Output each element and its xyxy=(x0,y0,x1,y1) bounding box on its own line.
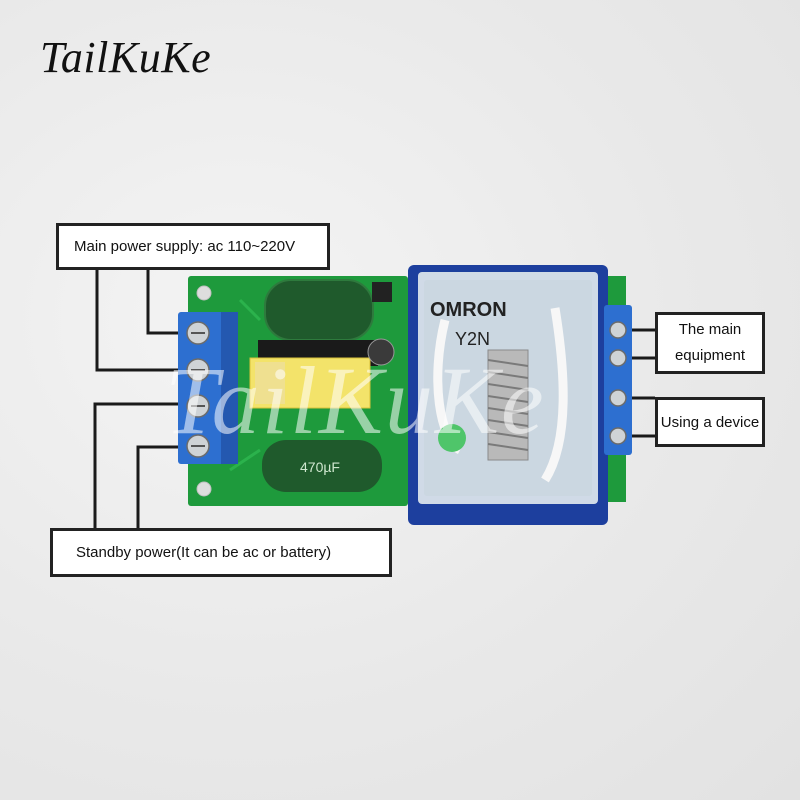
standby-power-label: Standby power(It can be ac or battery) xyxy=(50,528,392,577)
main-equipment-line2: equipment xyxy=(674,347,746,364)
main-power-text: Main power supply: ac 110~220V xyxy=(74,238,296,255)
main-equipment-label: The main equipment xyxy=(655,312,765,374)
standby-power-text: Standby power(It can be ac or battery) xyxy=(76,544,332,561)
mount-hole xyxy=(196,285,212,301)
relay-module: OMRON Y2N xyxy=(408,265,632,525)
line-main-power-b xyxy=(146,270,180,335)
capacitor-label: 470µF xyxy=(300,459,340,475)
main-equipment-line1: The main xyxy=(678,321,742,338)
capacitor-top xyxy=(265,280,373,340)
line-standby-a xyxy=(93,402,183,528)
capacitor-bottom xyxy=(262,440,382,492)
left-pcb: 470µF xyxy=(178,276,408,506)
using-device-text: Using a device xyxy=(660,413,760,431)
relay-led xyxy=(438,424,466,452)
mount-hole xyxy=(196,481,212,497)
using-device-label: Using a device xyxy=(655,397,765,447)
small-capacitor xyxy=(367,338,395,366)
brand-title: TailKuKe xyxy=(40,33,212,82)
terminal-block-right xyxy=(604,305,632,455)
line-main-power-a xyxy=(95,270,180,372)
main-power-label: Main power supply: ac 110~220V xyxy=(56,223,330,270)
relay-spring xyxy=(487,349,529,461)
relay-model: Y2N xyxy=(455,329,490,349)
line-standby-b xyxy=(136,445,183,528)
relay-brand: OMRON xyxy=(430,299,507,321)
